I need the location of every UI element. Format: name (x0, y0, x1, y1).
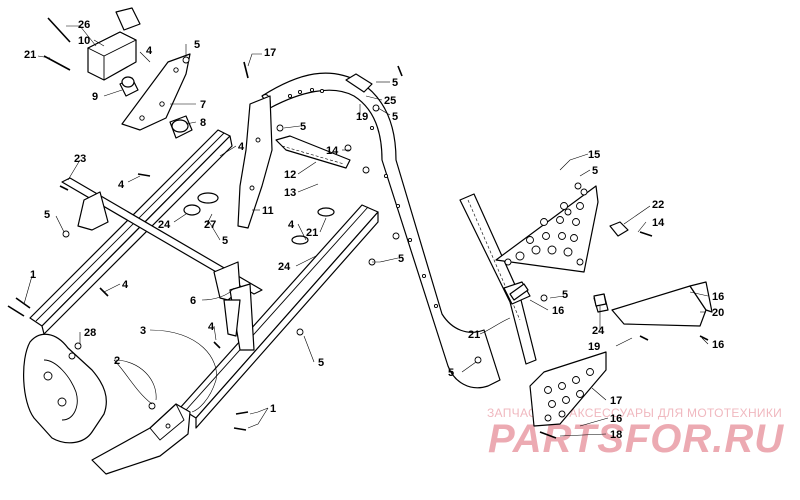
strap-bracket (275, 135, 351, 169)
upright-bracket (237, 95, 273, 229)
steering-hoop (261, 72, 501, 389)
callout-19: 19 (356, 111, 368, 123)
callout-1: 1 (30, 269, 36, 281)
callout-17: 17 (264, 47, 276, 59)
callout-19: 19 (588, 341, 600, 353)
callout-5: 5 (562, 289, 568, 301)
callout-12: 12 (284, 169, 296, 181)
callout-22: 22 (652, 199, 664, 211)
callout-11: 11 (262, 205, 274, 217)
callout-24: 24 (592, 325, 605, 337)
control-module (43, 7, 141, 81)
callout-14: 14 (652, 217, 665, 229)
callout-20: 20 (712, 307, 724, 319)
callout-5: 5 (222, 235, 228, 247)
callout-5: 5 (592, 165, 598, 177)
callout-21: 21 (468, 329, 480, 341)
callout-17: 17 (610, 395, 622, 407)
callout-5: 5 (398, 253, 404, 265)
perforated-plate-lower (529, 351, 607, 427)
callout-26: 26 (78, 19, 90, 31)
callout-5: 5 (44, 209, 50, 221)
rear-frame-rail (179, 204, 379, 429)
callout-5: 5 (448, 367, 454, 379)
fasteners (7, 56, 709, 439)
watermark-logo: PARTSFOR.RU (488, 417, 784, 461)
callout-2: 2 (114, 355, 120, 367)
callout-24: 24 (278, 261, 291, 273)
callout-24: 24 (158, 219, 171, 231)
callout-16: 16 (552, 305, 564, 317)
callout-14: 14 (326, 145, 339, 157)
callout-4: 4 (146, 45, 153, 57)
callout-5: 5 (392, 77, 398, 89)
callout-16: 16 (712, 339, 724, 351)
callout-4: 4 (288, 219, 295, 231)
callout-21: 21 (24, 49, 36, 61)
callout-1: 1 (270, 403, 276, 415)
callout-13: 13 (284, 187, 296, 199)
callout-16: 16 (712, 291, 724, 303)
callout-10: 10 (78, 35, 90, 47)
callout-21: 21 (306, 227, 318, 239)
callout-4: 4 (238, 141, 245, 153)
callout-4: 4 (118, 179, 125, 191)
callout-5: 5 (300, 121, 306, 133)
callout-9: 9 (92, 91, 98, 103)
callout-5: 5 (318, 357, 324, 369)
upper-cross-rail (29, 129, 233, 335)
leader-lines (23, 25, 709, 437)
callout-16: 16 (610, 413, 622, 425)
lower-bracket (91, 403, 191, 475)
callout-15: 15 (588, 149, 600, 161)
front-cross-tube (61, 177, 263, 351)
callout-5: 5 (194, 39, 200, 51)
callout-3: 3 (140, 325, 146, 337)
callout-4: 4 (122, 279, 129, 291)
angle-bracket (593, 281, 713, 327)
callout-18: 18 (610, 429, 622, 441)
engine-mount (23, 333, 107, 444)
callout-8: 8 (200, 117, 206, 129)
perforated-plate-upper (495, 185, 599, 273)
callout-6: 6 (190, 295, 196, 307)
callout-7: 7 (200, 99, 206, 111)
callout-28: 28 (84, 327, 96, 339)
callouts: 26 10 21 4 5 9 7 8 17 5 25 19 5 5 14 12 … (24, 19, 724, 441)
callout-5: 5 (392, 111, 398, 123)
watermark: ЗАПЧАСТИ И АКСЕССУАРЫ ДЛЯ МОТОТЕХНИКИ PA… (487, 406, 784, 461)
callout-23: 23 (74, 153, 86, 165)
callout-27: 27 (204, 219, 216, 231)
callout-4: 4 (208, 321, 215, 333)
callout-25: 25 (384, 95, 396, 107)
